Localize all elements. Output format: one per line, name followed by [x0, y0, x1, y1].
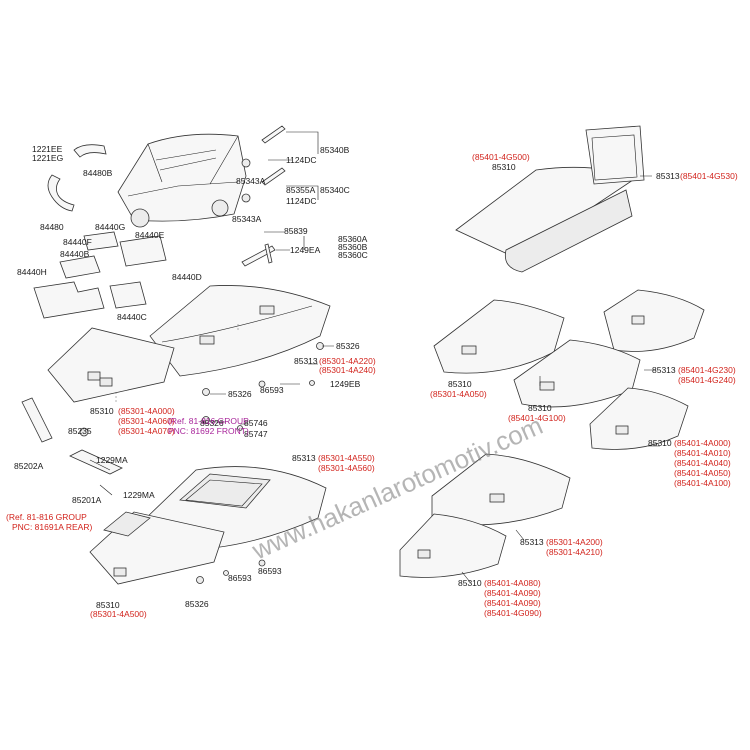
label-85401-4a010: (85401-4A010) [674, 448, 731, 458]
label-85340b: 85340B [320, 145, 350, 155]
label-85355a: 85355A [286, 185, 316, 195]
label-1249ea: 1249EA [290, 245, 321, 255]
label-85401-4a040: (85401-4A040) [674, 458, 731, 468]
label-85326-3: 85326 [200, 418, 224, 428]
label-85313-c: 85313 [656, 171, 680, 181]
label-84440b: 84440B [60, 249, 90, 259]
label-85310-a: 85310 [90, 406, 114, 416]
label-85401-4a090-2: (85401-4A090) [484, 598, 541, 608]
label-ref-group-front: (Ref. 81-816 GROUP [168, 416, 249, 426]
part-labels: 1221EE 1221EG 84480B 84480 85340B 1124DC… [6, 144, 738, 619]
label-85401-4a080: (85401-4A080) [484, 578, 541, 588]
label-84480b: 84480B [83, 168, 113, 178]
label-85310-f: 85310 [648, 438, 672, 448]
label-85401-4g100: (85401-4G100) [508, 413, 566, 423]
label-84480: 84480 [40, 222, 64, 232]
label-85301-4a200: (85301-4A200) [546, 537, 603, 547]
label-84440d: 84440D [172, 272, 202, 282]
label-85310-d: 85310 [448, 379, 472, 389]
label-85401-4a050: (85401-4A050) [674, 468, 731, 478]
label-1221ee: 1221EE [32, 144, 63, 154]
label-85301-4a070: (85301-4A070) [118, 426, 175, 436]
headliner-4a080 [399, 513, 507, 578]
label-1229ma-2: 1229MA [123, 490, 155, 500]
headliner-upper [149, 285, 331, 377]
van-illustration [117, 133, 247, 228]
label-85301-4a550: (85301-4A550) [318, 453, 375, 463]
label-85301-4a060: (85301-4A060) [118, 416, 175, 426]
label-85301-4a050: (85301-4A050) [430, 389, 487, 399]
label-1229ma-1: 1229MA [96, 455, 128, 465]
label-85326-4: 85326 [185, 599, 209, 609]
label-85401-4g530: (85401-4G530) [680, 171, 738, 181]
label-85313-b: 85313 [292, 453, 316, 463]
label-85301-4a560: (85301-4A560) [318, 463, 375, 473]
label-85313-e: 85313 [520, 537, 544, 547]
label-85360b: 85360B [338, 242, 368, 252]
label-1249-fastener: 1249EB [330, 379, 361, 389]
clips [196, 342, 324, 584]
label-85746: 85746 [244, 418, 268, 428]
label-1124dc-2: 1124DC [286, 196, 317, 206]
label-85360a: 85360A [338, 234, 368, 244]
floor-mats [33, 231, 167, 319]
headliner-85310-a [47, 327, 175, 403]
label-ref-pnc-front: PNC: 81692 FRONT) [168, 426, 249, 436]
label-85401-4g240: (85401-4G240) [678, 375, 736, 385]
label-85301-4a240: (85301-4A240) [319, 365, 376, 375]
label-84440g: 84440G [95, 222, 125, 232]
headliner-4g230 [603, 289, 705, 352]
headliner-85310-b [89, 511, 225, 585]
label-86593-3: 86593 [228, 573, 252, 583]
label-85310-g: 85310 [458, 578, 482, 588]
leader-lines [89, 131, 660, 583]
label-85310-e: 85310 [528, 403, 552, 413]
label-85301-4a500: (85301-4A500) [90, 609, 147, 619]
label-85301-4a210: (85301-4A210) [546, 547, 603, 557]
label-84440h: 84440H [17, 267, 47, 277]
label-1221eg: 1221EG [32, 153, 63, 163]
label-86593-1: 86593 [260, 385, 284, 395]
label-85401-4a090-1: (85401-4A090) [484, 588, 541, 598]
roof-handles [241, 125, 286, 267]
label-85202a: 85202A [14, 461, 44, 471]
label-ref-pnc-rear: PNC: 81691A REAR) [12, 522, 92, 532]
label-ref-group-rear: (Ref. 81-816 GROUP [6, 512, 87, 522]
label-85839: 85839 [284, 226, 308, 236]
label-85301-4a000: (85301-4A000) [118, 406, 175, 416]
label-85301-4a220: (85301-4A220) [319, 356, 376, 366]
label-85401-4a000: (85401-4A000) [674, 438, 731, 448]
label-85401-4a100: (85401-4A100) [674, 478, 731, 488]
label-85747: 85747 [244, 429, 268, 439]
headliner-4a000-right [589, 387, 689, 450]
headliner-4g500 [455, 125, 645, 273]
label-85343a-2: 85343A [232, 214, 262, 224]
label-85310-c: 85310 [492, 162, 516, 172]
label-85326-2: 85326 [228, 389, 252, 399]
label-85340c: 85340C [320, 185, 350, 195]
label-85360c: 85360C [338, 250, 368, 260]
sun-visors [21, 397, 123, 475]
label-84440c: 84440C [117, 312, 147, 322]
assist-handle-84480b [47, 144, 107, 212]
label-85310-b: 85310 [96, 600, 120, 610]
label-85401-4g500: (85401-4G500) [472, 152, 530, 162]
label-1124dc-1: 1124DC [286, 155, 317, 165]
label-86593-2: 86593 [258, 566, 282, 576]
label-85326-1: 85326 [336, 341, 360, 351]
label-85343a-1: 85343A [236, 176, 266, 186]
label-85401-4g230: (85401-4G230) [678, 365, 736, 375]
label-85201a: 85201A [72, 495, 102, 505]
label-84440f: 84440F [63, 237, 92, 247]
label-85401-4g090: (85401-4G090) [484, 608, 542, 618]
label-85313-a: 85313 [294, 356, 318, 366]
label-85313-d: 85313 [652, 365, 676, 375]
label-84440e: 84440E [135, 230, 165, 240]
label-85235: 85235 [68, 426, 92, 436]
